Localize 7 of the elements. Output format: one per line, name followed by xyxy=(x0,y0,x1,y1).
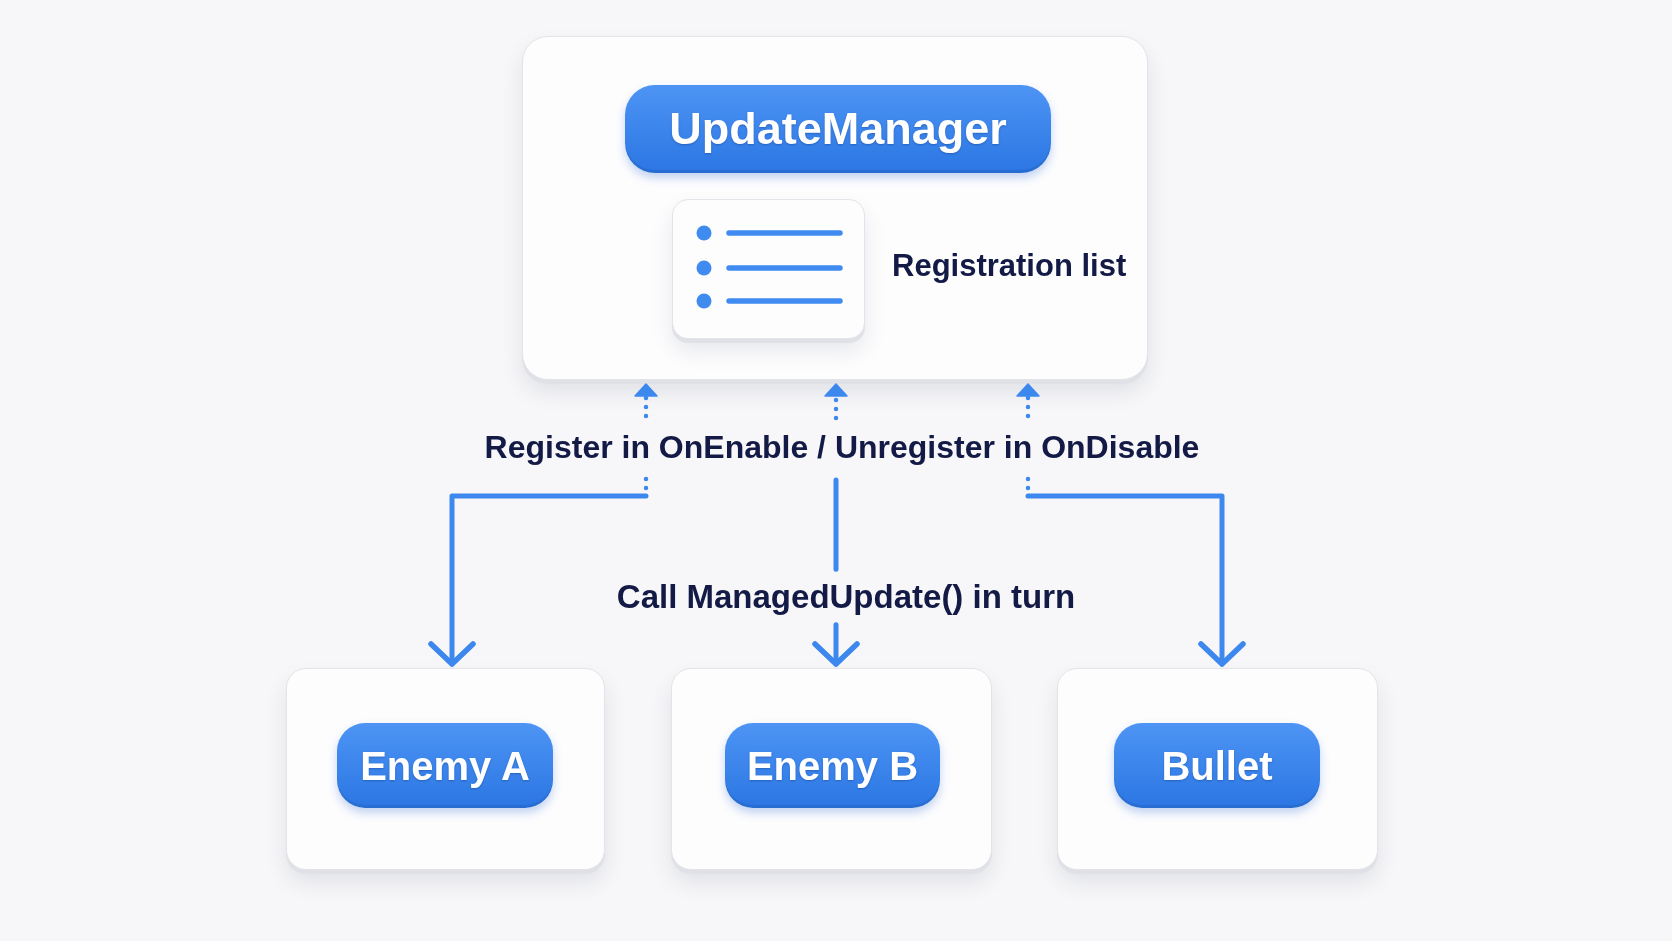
edge-label: Register in OnEnable / Unregister in OnDisable xyxy=(484,427,1200,467)
node-label: Registration list xyxy=(892,247,1127,285)
name-pill: UpdateManager xyxy=(625,85,1051,173)
edge-label: Call ManagedUpdate() in turn xyxy=(616,577,1076,617)
name-pill: Enemy B xyxy=(725,723,940,808)
name-pill: Bullet xyxy=(1114,723,1320,808)
name-pill: Enemy A xyxy=(337,723,553,808)
